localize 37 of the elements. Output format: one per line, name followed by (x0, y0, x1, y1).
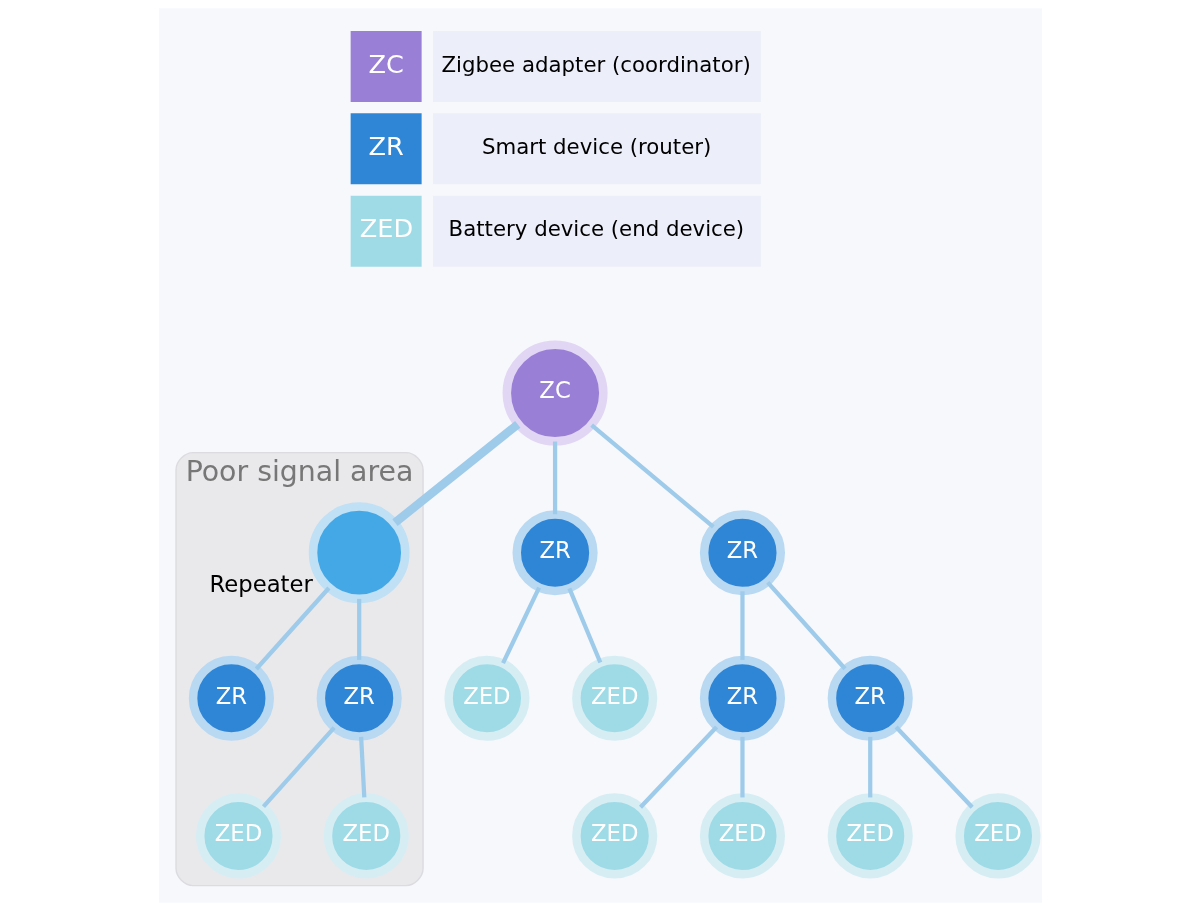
node-circle: ZR (512, 510, 598, 596)
node-circle: ZR (188, 655, 274, 741)
node-circle: ZED (699, 793, 785, 879)
label: ZR (367, 131, 404, 162)
connector (254, 586, 330, 671)
node-circle: ZR (699, 655, 785, 741)
node-circle: ZR (316, 655, 402, 741)
connector (391, 421, 520, 526)
connector (739, 591, 745, 660)
connector (894, 725, 974, 809)
connector (566, 587, 602, 664)
legend-label: Battery device (end device) (448, 216, 744, 242)
connector (356, 598, 361, 660)
node-circle: ZED (571, 793, 657, 879)
node-circle: ZR (699, 510, 785, 596)
node-label: Repeater (209, 570, 313, 597)
node-circle: ZED (195, 793, 281, 879)
connector (589, 423, 715, 529)
node-circle: ZR (827, 655, 913, 741)
legend-label: Zigbee adapter (coordinator) (441, 51, 751, 77)
node-circle: ZED (323, 793, 409, 879)
legend-label: Smart device (router) (481, 133, 711, 159)
node-circle: ZED (954, 793, 1041, 879)
connector (552, 441, 557, 515)
connector (500, 586, 541, 665)
node-circle: ZED (571, 655, 657, 741)
node-circle: ZC (502, 340, 608, 446)
connector (867, 736, 872, 798)
node-circle: ZED (827, 793, 913, 879)
label: ZED (359, 213, 413, 244)
connector (638, 725, 718, 809)
connector (739, 736, 745, 798)
connector (358, 736, 366, 798)
connector (765, 580, 847, 671)
connector (261, 726, 336, 809)
label: ZC (367, 48, 404, 79)
node-circle: ZED (443, 655, 529, 741)
